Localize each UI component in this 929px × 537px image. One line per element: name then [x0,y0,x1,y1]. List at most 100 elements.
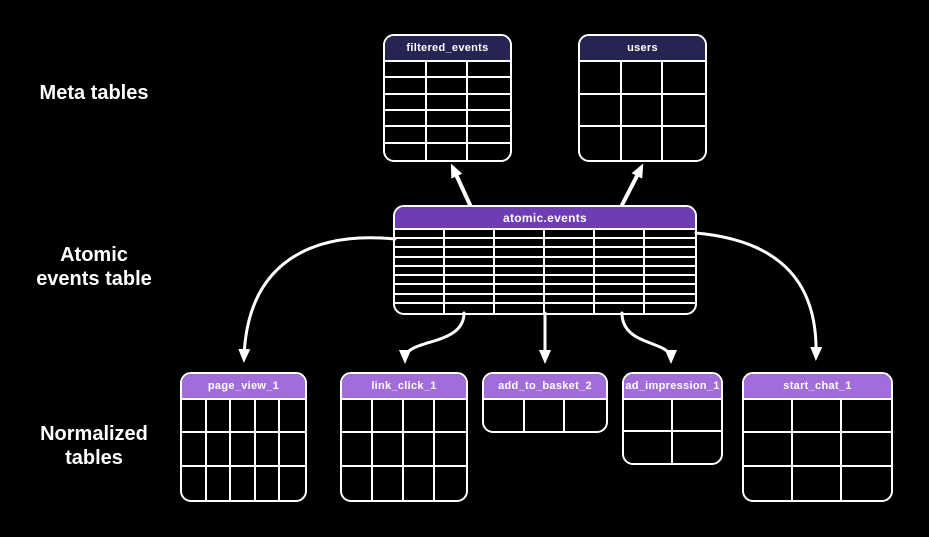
table-add-to-basket-2: add_to_basket_2 [482,372,608,433]
table-cell [645,267,695,277]
table-cell [495,285,545,295]
table-cell [545,248,595,258]
table-cell [468,95,510,111]
table-cell [622,127,664,160]
table-grid [395,230,695,313]
table-header: ad_impression_1 [624,374,721,400]
table-cell [426,111,469,128]
table-filtered-events: filtered_events [383,34,512,162]
table-cell [595,285,645,295]
table-header: atomic.events [395,207,695,230]
table-cell [545,303,595,313]
table-cell [468,144,510,160]
table-cell [663,127,705,160]
table-cell [495,239,545,249]
table-cell [645,304,695,313]
table-cell [495,303,545,313]
table-cell [495,257,545,267]
arrow-atomic-to-ad-impression [620,311,677,364]
table-cell [744,433,793,467]
table-cell [645,285,695,295]
table-cell [435,433,466,467]
table-cell [624,400,673,432]
table-cell [395,230,445,240]
table-grid [624,400,721,463]
table-header: filtered_events [385,36,510,62]
arrow-atomic-to-start-chat [694,231,823,361]
label-meta-tables: Meta tables [12,81,176,105]
label-normalized-tables: Normalized tables [12,422,176,470]
table-cell [427,143,469,160]
table-cell [256,466,281,500]
table-cell [207,466,232,500]
table-page-view-1: page_view_1 [180,372,307,502]
table-cell [385,143,427,160]
table-cell [395,285,445,295]
table-cell [595,257,645,267]
table-cell [842,400,891,434]
table-cell [426,127,469,144]
table-grid [182,400,305,500]
table-cell [426,94,469,111]
table-cell [445,285,495,295]
table-cell [373,466,404,500]
arrow-atomic-to-filtered-events [450,163,473,209]
table-cell [395,294,445,304]
table-cell [545,294,595,304]
table-cell [395,257,445,267]
table-cell [793,466,842,500]
table-title: add_to_basket_2 [498,380,592,392]
table-cell [645,276,695,286]
table-cell [206,433,232,467]
table-cell [545,230,595,240]
arrow-atomic-to-link-click [399,311,466,364]
table-grid [744,400,891,500]
table-grid [385,62,510,160]
table-cell [435,467,466,500]
table-cell [545,285,595,295]
table-cell [468,78,510,95]
table-cell [342,400,373,434]
label-line: Normalized [40,423,148,445]
table-title: start_chat_1 [783,380,852,392]
table-cell [595,248,645,258]
table-cell [495,230,545,240]
table-cell [468,62,510,79]
table-cell [231,400,256,434]
table-cell [495,266,545,277]
table-cell [426,62,469,79]
table-header: start_chat_1 [744,374,891,400]
table-cell [426,78,469,95]
table-cell [445,239,495,249]
table-cell [445,230,495,240]
table-header: link_click_1 [342,374,466,400]
table-cell [645,230,695,240]
table-cell [595,303,645,313]
table-cell [595,266,645,277]
table-cell [545,266,595,277]
table-cell [673,432,722,464]
table-cell [182,433,207,467]
table-cell [621,62,664,95]
table-cell [744,466,793,500]
table-cell [385,111,427,128]
table-cell [624,431,673,463]
table-cell [373,400,404,434]
table-title: users [627,42,658,54]
table-title: link_click_1 [371,380,437,392]
table-cell [663,95,705,128]
table-cell [495,294,545,304]
label-line: events table [36,268,152,290]
table-cell [385,127,427,144]
table-cell [468,127,510,144]
table-cell [645,295,695,304]
table-grid [342,400,466,500]
table-cell [373,433,404,467]
arrow-atomic-to-page-view [238,236,397,363]
table-cell [595,239,645,249]
table-cell [445,266,495,277]
table-cell [565,400,606,431]
table-cell [255,433,281,467]
label-line: tables [65,447,123,469]
